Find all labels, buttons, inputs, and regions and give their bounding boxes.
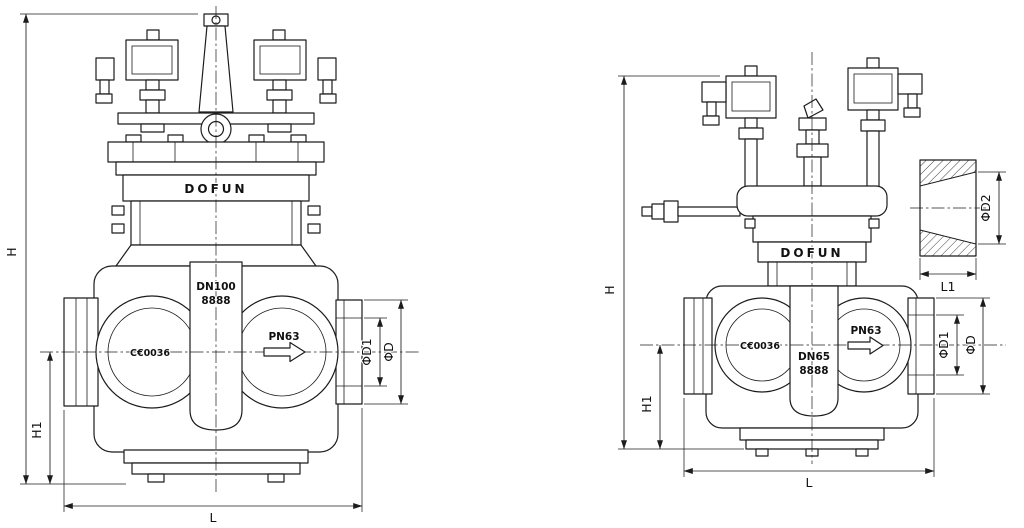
dim-h1-right: H1 bbox=[638, 344, 663, 450]
dim-label-h1-right: H1 bbox=[639, 395, 654, 412]
dim-label-d1-right: ΦD1 bbox=[936, 331, 951, 358]
pn-label-left: PN63 bbox=[268, 331, 299, 343]
flow-arrow bbox=[263, 341, 306, 363]
code-label-right: 8888 bbox=[799, 365, 828, 377]
dim-h-right: H bbox=[601, 75, 744, 450]
solenoid-valve-right bbox=[847, 57, 923, 188]
dim-d-left: ΦD bbox=[364, 299, 408, 405]
pn-label-right: PN63 bbox=[850, 325, 881, 337]
right-valve-view: DOFUN DN65 8888 C€0036 PN63 H H1 L ΦD1 bbox=[601, 52, 1006, 491]
solenoid-valve-left bbox=[701, 65, 777, 188]
dim-label-d-left: ΦD bbox=[381, 342, 396, 361]
centerlines bbox=[40, 6, 420, 494]
top-fitting bbox=[796, 98, 829, 187]
dim-label-d2-right: ΦD2 bbox=[978, 194, 993, 221]
flange-section-hatch-bottom bbox=[919, 229, 977, 257]
dim-label-l-right: L bbox=[806, 475, 813, 490]
lifting-bracket bbox=[198, 13, 234, 113]
solenoid-valve-right bbox=[253, 29, 337, 114]
dim-h-left: H bbox=[3, 13, 198, 485]
size-label-left: DN100 bbox=[196, 281, 235, 293]
size-label-right: DN65 bbox=[798, 351, 830, 363]
dim-label-l-left: L bbox=[210, 510, 217, 525]
dim-d2-right: ΦD2 bbox=[977, 171, 1006, 245]
dim-label-h1-left: H1 bbox=[29, 421, 44, 438]
ce-mark-left: C€0036 bbox=[130, 348, 170, 359]
flow-arrow bbox=[847, 336, 884, 355]
dim-l-right: L bbox=[683, 398, 935, 491]
left-valve-view: DOFUN DN100 8888 C€0036 PN63 H H1 L ΦD1 bbox=[3, 6, 420, 526]
code-label-left: 8888 bbox=[201, 295, 230, 307]
solenoid-valve-left bbox=[95, 29, 179, 114]
pilot-fitting bbox=[641, 200, 741, 223]
dim-l-left: L bbox=[63, 408, 363, 526]
dim-h1-left: H1 bbox=[28, 351, 53, 485]
dim-label-h-right: H bbox=[602, 285, 617, 294]
dim-d1-left: ΦD1 bbox=[358, 317, 387, 387]
dim-d1-right: ΦD1 bbox=[935, 314, 964, 376]
centerlines bbox=[640, 52, 1006, 464]
dim-label-d1-left: ΦD1 bbox=[359, 338, 374, 365]
dim-label-d-right: ΦD bbox=[963, 335, 978, 354]
brand-label-right: DOFUN bbox=[780, 246, 843, 260]
ce-mark-right: C€0036 bbox=[740, 341, 780, 352]
dim-label-l1-right: L1 bbox=[941, 279, 956, 294]
dim-d-right: ΦD bbox=[936, 297, 990, 395]
flange-section-hatch-top bbox=[919, 159, 977, 187]
flange-detail bbox=[910, 159, 986, 257]
dim-label-h-left: H bbox=[4, 247, 19, 256]
brand-label-left: DOFUN bbox=[184, 182, 247, 196]
dim-l1-right: L1 bbox=[919, 258, 977, 295]
